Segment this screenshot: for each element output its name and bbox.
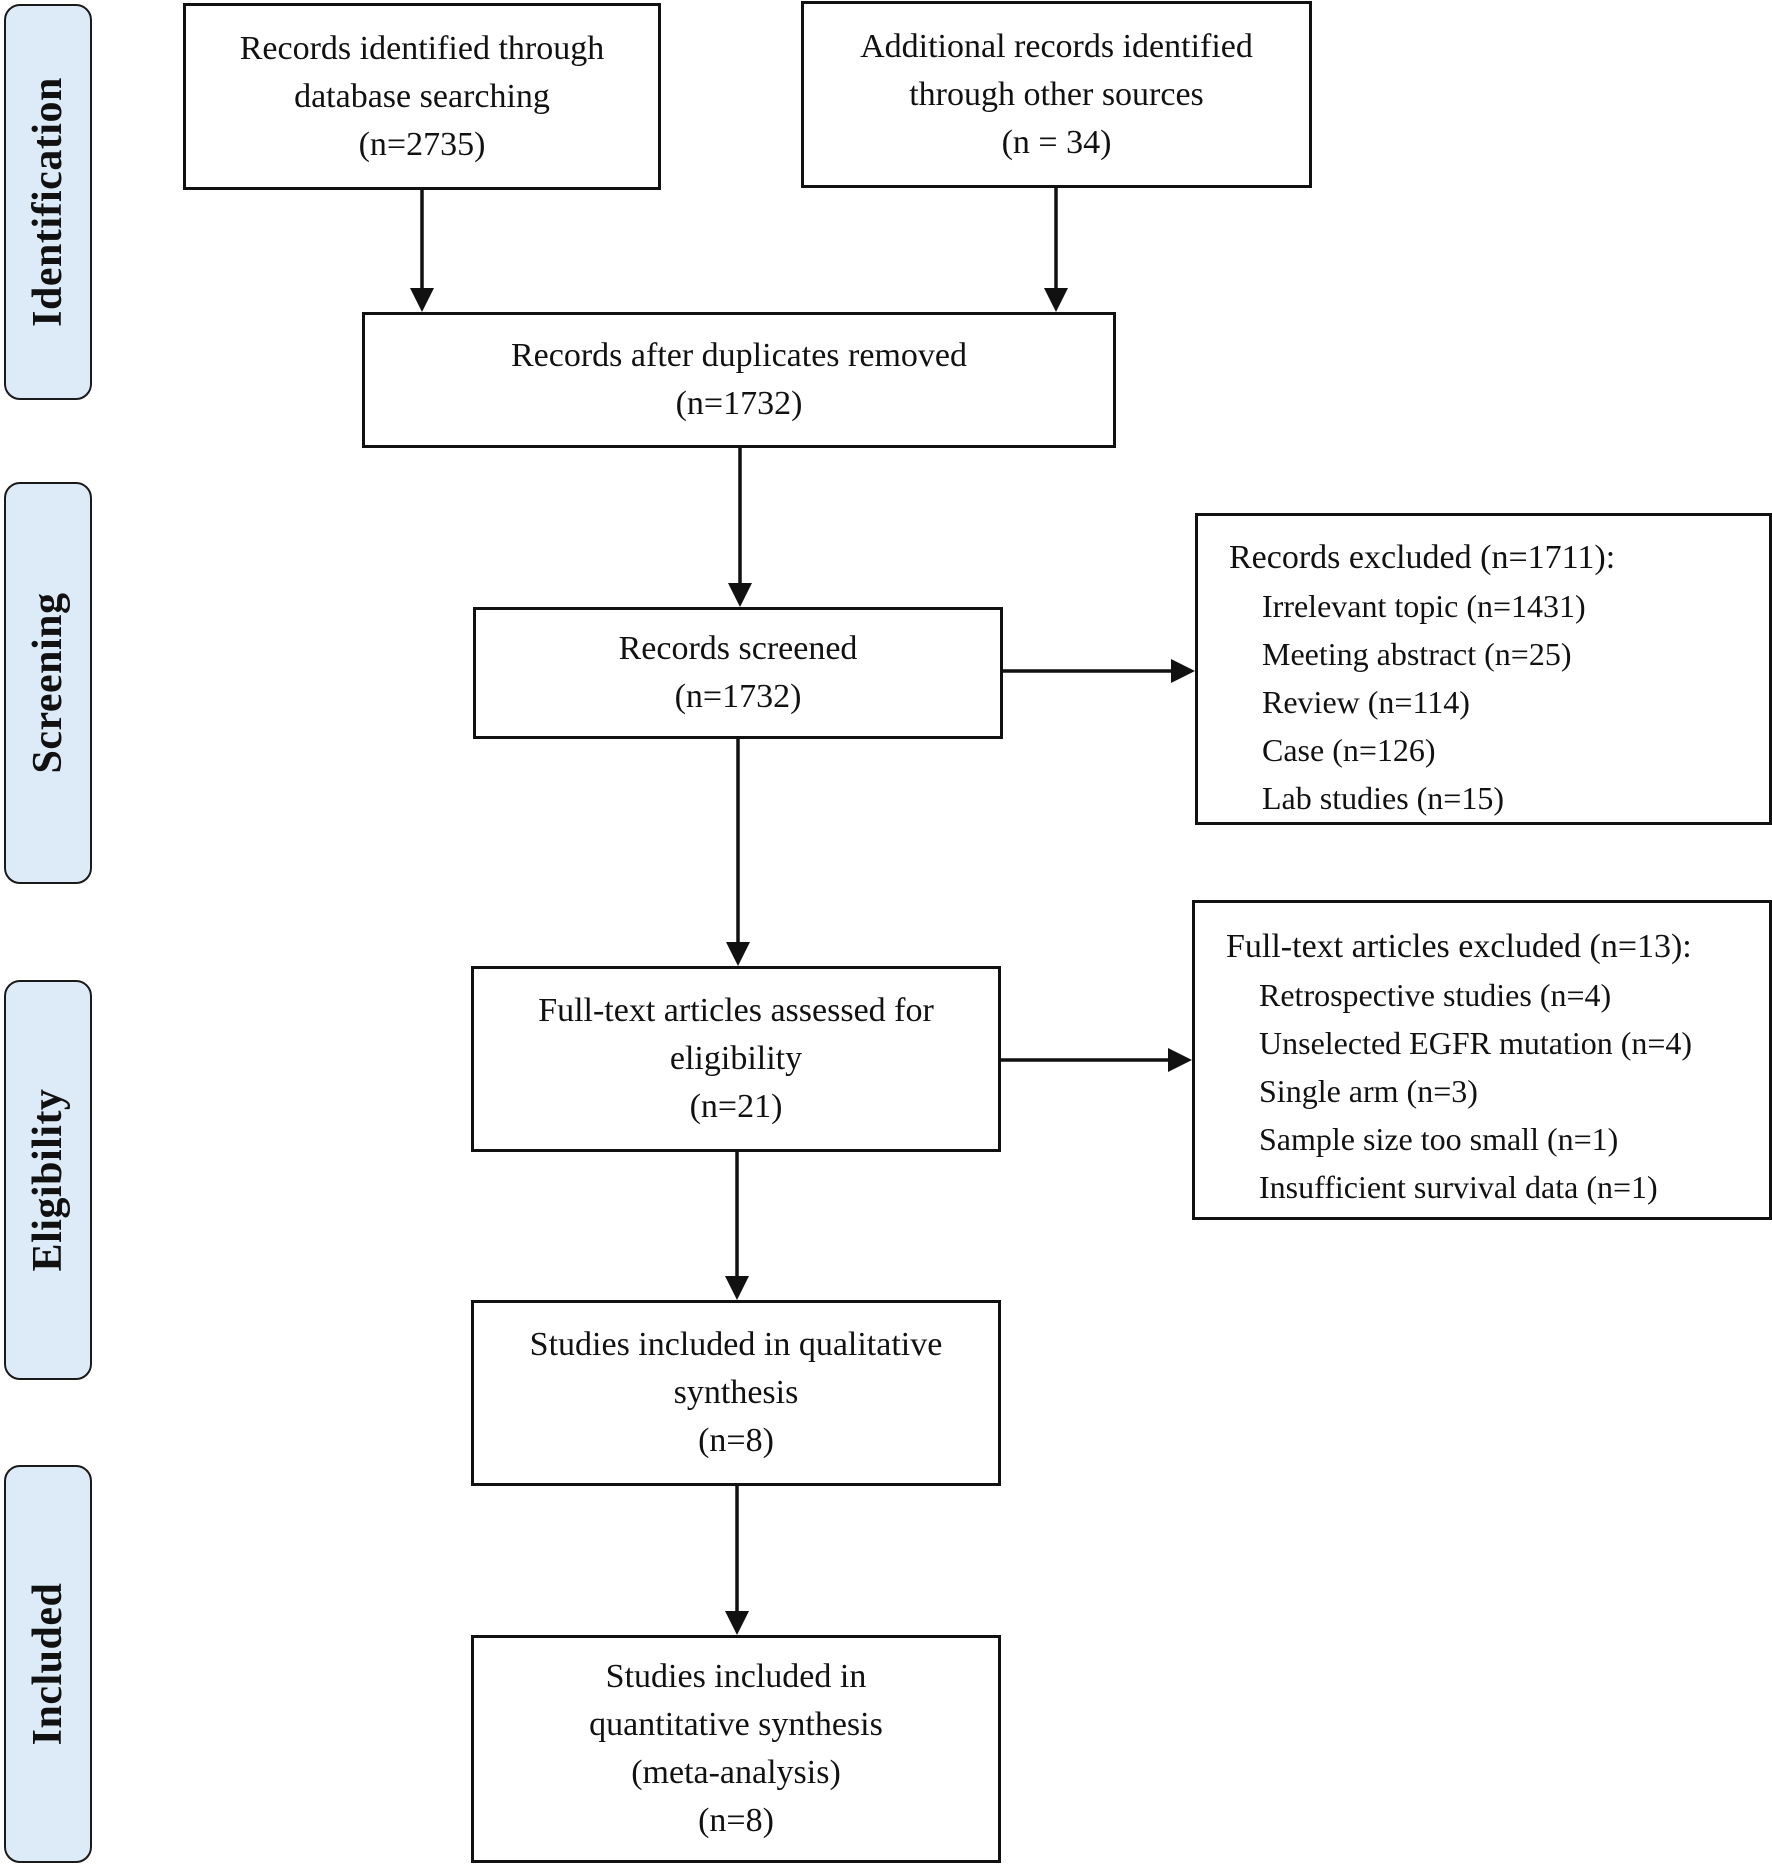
fulltext-excluded-item: Retrospective studies (n=4) bbox=[1259, 977, 1612, 1013]
duplicates-removed-line1: Records after duplicates removed bbox=[511, 337, 967, 374]
records-excluded-item: Review (n=114) bbox=[1262, 684, 1470, 720]
quantitative-synthesis-line3: (meta-analysis) bbox=[631, 1754, 841, 1791]
records-excluded-item: Case (n=126) bbox=[1262, 732, 1436, 768]
records-screened-line1: Records screened bbox=[618, 630, 858, 667]
qualitative-synthesis-count: (n=8) bbox=[698, 1422, 774, 1459]
stage-included: Included bbox=[4, 1465, 92, 1863]
database-records-line1: Records identified through bbox=[239, 29, 605, 67]
fulltext-excluded-item: Unselected EGFR mutation (n=4) bbox=[1259, 1025, 1693, 1061]
stage-identification: Identification bbox=[4, 4, 92, 400]
duplicates-removed-box: Records after duplicates removed (n=1732… bbox=[362, 312, 1116, 448]
fulltext-excluded-title: Full-text articles excluded (n=13): bbox=[1226, 928, 1692, 965]
duplicates-removed-count: (n=1732) bbox=[675, 385, 803, 422]
records-excluded-item: Irrelevant topic (n=1431) bbox=[1262, 588, 1586, 624]
fulltext-excluded-box: Full-text articles excluded (n=13): Retr… bbox=[1192, 900, 1772, 1220]
records-excluded-box: Records excluded (n=1711): Irrelevant to… bbox=[1195, 513, 1772, 825]
records-excluded-item: Meeting abstract (n=25) bbox=[1262, 636, 1572, 672]
arrowhead-screened bbox=[728, 583, 752, 607]
arrowhead-database bbox=[410, 288, 434, 312]
qualitative-synthesis-line2: synthesis bbox=[673, 1374, 799, 1411]
records-excluded-item: Lab studies (n=15) bbox=[1262, 780, 1504, 816]
database-records-count: (n=2735) bbox=[358, 125, 486, 163]
stage-screening: Screening bbox=[4, 482, 92, 884]
fulltext-excluded-item: Insufficient survival data (n=1) bbox=[1259, 1169, 1658, 1205]
database-records-box: Records identified through database sear… bbox=[183, 3, 661, 190]
database-records-line2: database searching bbox=[294, 77, 550, 115]
quantitative-synthesis-box: Studies included in quantitative synthes… bbox=[471, 1635, 1001, 1863]
quantitative-synthesis-line1: Studies included in bbox=[605, 1658, 867, 1695]
arrowhead-other bbox=[1044, 288, 1068, 312]
arrowhead-fulltext bbox=[726, 942, 750, 966]
records-screened-box: Records screened (n=1732) bbox=[473, 607, 1003, 739]
arrowhead-qualitative bbox=[725, 1276, 749, 1300]
quantitative-synthesis-count: (n=8) bbox=[698, 1802, 774, 1839]
records-screened-count: (n=1732) bbox=[674, 678, 802, 715]
other-sources-count: (n = 34) bbox=[1001, 123, 1112, 161]
stage-eligibility: Eligibility bbox=[4, 980, 92, 1380]
other-sources-box: Additional records identified through ot… bbox=[801, 1, 1312, 188]
fulltext-excluded-item: Sample size too small (n=1) bbox=[1259, 1121, 1619, 1157]
fulltext-assessed-line2: eligibility bbox=[669, 1040, 803, 1077]
arrowhead-records-excluded bbox=[1171, 659, 1195, 683]
qualitative-synthesis-box: Studies included in qualitative synthesi… bbox=[471, 1300, 1001, 1486]
fulltext-assessed-line1: Full-text articles assessed for bbox=[538, 992, 934, 1029]
fulltext-assessed-count: (n=21) bbox=[689, 1088, 783, 1125]
fulltext-assessed-box: Full-text articles assessed for eligibil… bbox=[471, 966, 1001, 1152]
arrowhead-quantitative bbox=[725, 1611, 749, 1635]
fulltext-excluded-item: Single arm (n=3) bbox=[1259, 1073, 1478, 1109]
other-sources-line1: Additional records identified bbox=[860, 27, 1253, 65]
arrowhead-fulltext-excluded bbox=[1168, 1048, 1192, 1072]
quantitative-synthesis-line2: quantitative synthesis bbox=[589, 1706, 883, 1743]
other-sources-line2: through other sources bbox=[909, 75, 1204, 113]
records-excluded-title: Records excluded (n=1711): bbox=[1229, 539, 1616, 576]
qualitative-synthesis-line1: Studies included in qualitative bbox=[529, 1326, 943, 1363]
